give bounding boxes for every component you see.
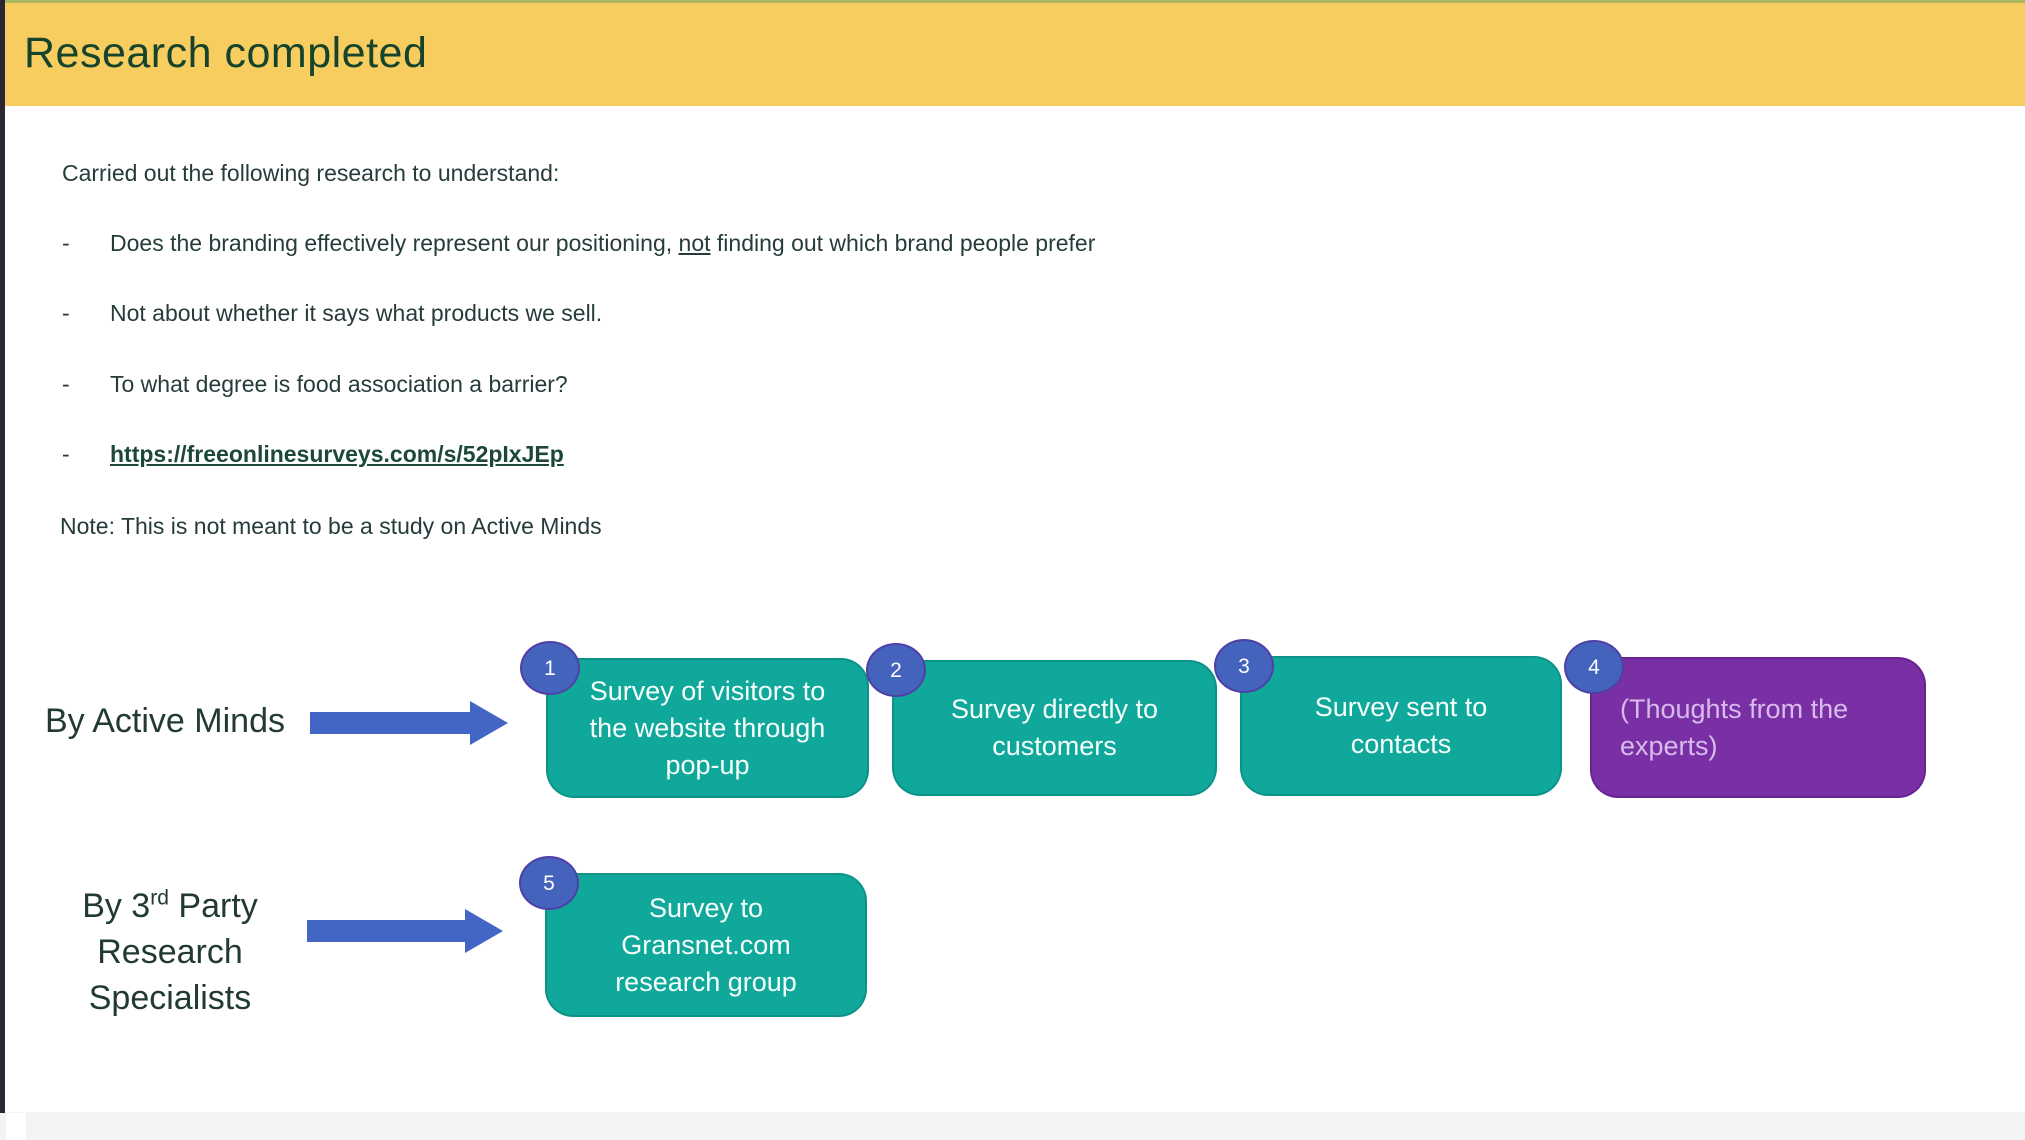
row2-label-ordinal: rd (150, 887, 169, 910)
bullet-text-underlined: not (678, 230, 711, 256)
bullet-item-link: - https://freeonlinesurveys.com/s/52pIxJ… (0, 441, 2025, 475)
flow-box-1: 1 Survey of visitors to the website thro… (520, 641, 869, 798)
number-badge-3: 3 (1214, 639, 1274, 693)
arrow-head (465, 909, 503, 953)
bullet-text: https://freeonlinesurveys.com/s/52pIxJEp (110, 441, 564, 468)
bullet-text: To what degree is food association a bar… (110, 371, 568, 398)
row2-label-line2: Research (97, 933, 243, 972)
survey-link[interactable]: https://freeonlinesurveys.com/s/52pIxJEp (110, 441, 564, 467)
flow-box-text: Survey to Gransnet.com research group (615, 892, 797, 997)
slide-bottom-left-square (6, 1113, 26, 1140)
bullet-text: Does the branding effectively represent … (110, 230, 1095, 257)
arrow-right-row1 (310, 701, 546, 745)
bullet-text-pre: Does the branding effectively represent … (110, 230, 679, 256)
flow-box-text: (Thoughts from the experts) (1620, 693, 1849, 761)
bullet-item-2: - Not about whether it says what product… (0, 300, 2025, 334)
row2-label: By 3rd Party Research Specialists (40, 876, 300, 1021)
bullet-text-post: finding out which brand people prefer (710, 230, 1096, 256)
bullet-dash: - (62, 371, 70, 397)
arrow-right-row2 (307, 909, 539, 953)
flow-box-4: 4 (Thoughts from the experts) (1564, 640, 1926, 798)
number-badge-1: 1 (520, 641, 580, 695)
bullet-text-pre: Not about whether it says what products … (110, 300, 603, 326)
flow-box-text: Survey directly to customers (950, 694, 1159, 761)
note-text: Note: This is not meant to be a study on… (60, 513, 602, 539)
number-badge-5: 5 (519, 856, 579, 910)
arrow-head (470, 701, 508, 745)
bullet-dash: - (62, 230, 70, 256)
row1-label: By Active Minds (45, 702, 285, 740)
number-badge-2: 2 (866, 643, 926, 697)
flow-box-text: Survey of visitors to the website throug… (589, 675, 826, 780)
slide-header: Research completed (0, 0, 2025, 106)
arrow-shaft (310, 712, 470, 734)
number-badge-4: 4 (1564, 640, 1624, 694)
slide-left-edge (0, 0, 5, 1113)
bullet-text-pre: To what degree is food association a bar… (110, 371, 568, 397)
row2-label-line1-pre: By 3 (82, 887, 151, 926)
row2-label-line3: Specialists (88, 979, 252, 1018)
intro-text: Carried out the following research to un… (62, 160, 560, 186)
bullet-dash: - (62, 441, 70, 467)
bullet-dash: - (62, 300, 70, 326)
row2-label-line1-post: Party (168, 887, 258, 926)
slide-top-edge (5, 0, 2025, 3)
bullet-text: Not about whether it says what products … (110, 300, 602, 327)
arrow-shaft (307, 920, 465, 942)
bullet-item-3: - To what degree is food association a b… (0, 371, 2025, 405)
flow-box-text: Survey sent to contacts (1314, 692, 1488, 759)
flow-box-3: 3 Survey sent to contacts (1214, 639, 1562, 796)
flow-box-5: 5 Survey to Gransnet.com research group (519, 856, 867, 1017)
flow-box-2: 2 Survey directly to customers (866, 643, 1217, 796)
row2-label-line1: By 3rd Party (82, 887, 258, 925)
slide-title: Research completed (24, 28, 428, 77)
slide-bottom-strip (0, 1112, 2025, 1140)
bullet-item-1: - Does the branding effectively represen… (0, 230, 2025, 264)
